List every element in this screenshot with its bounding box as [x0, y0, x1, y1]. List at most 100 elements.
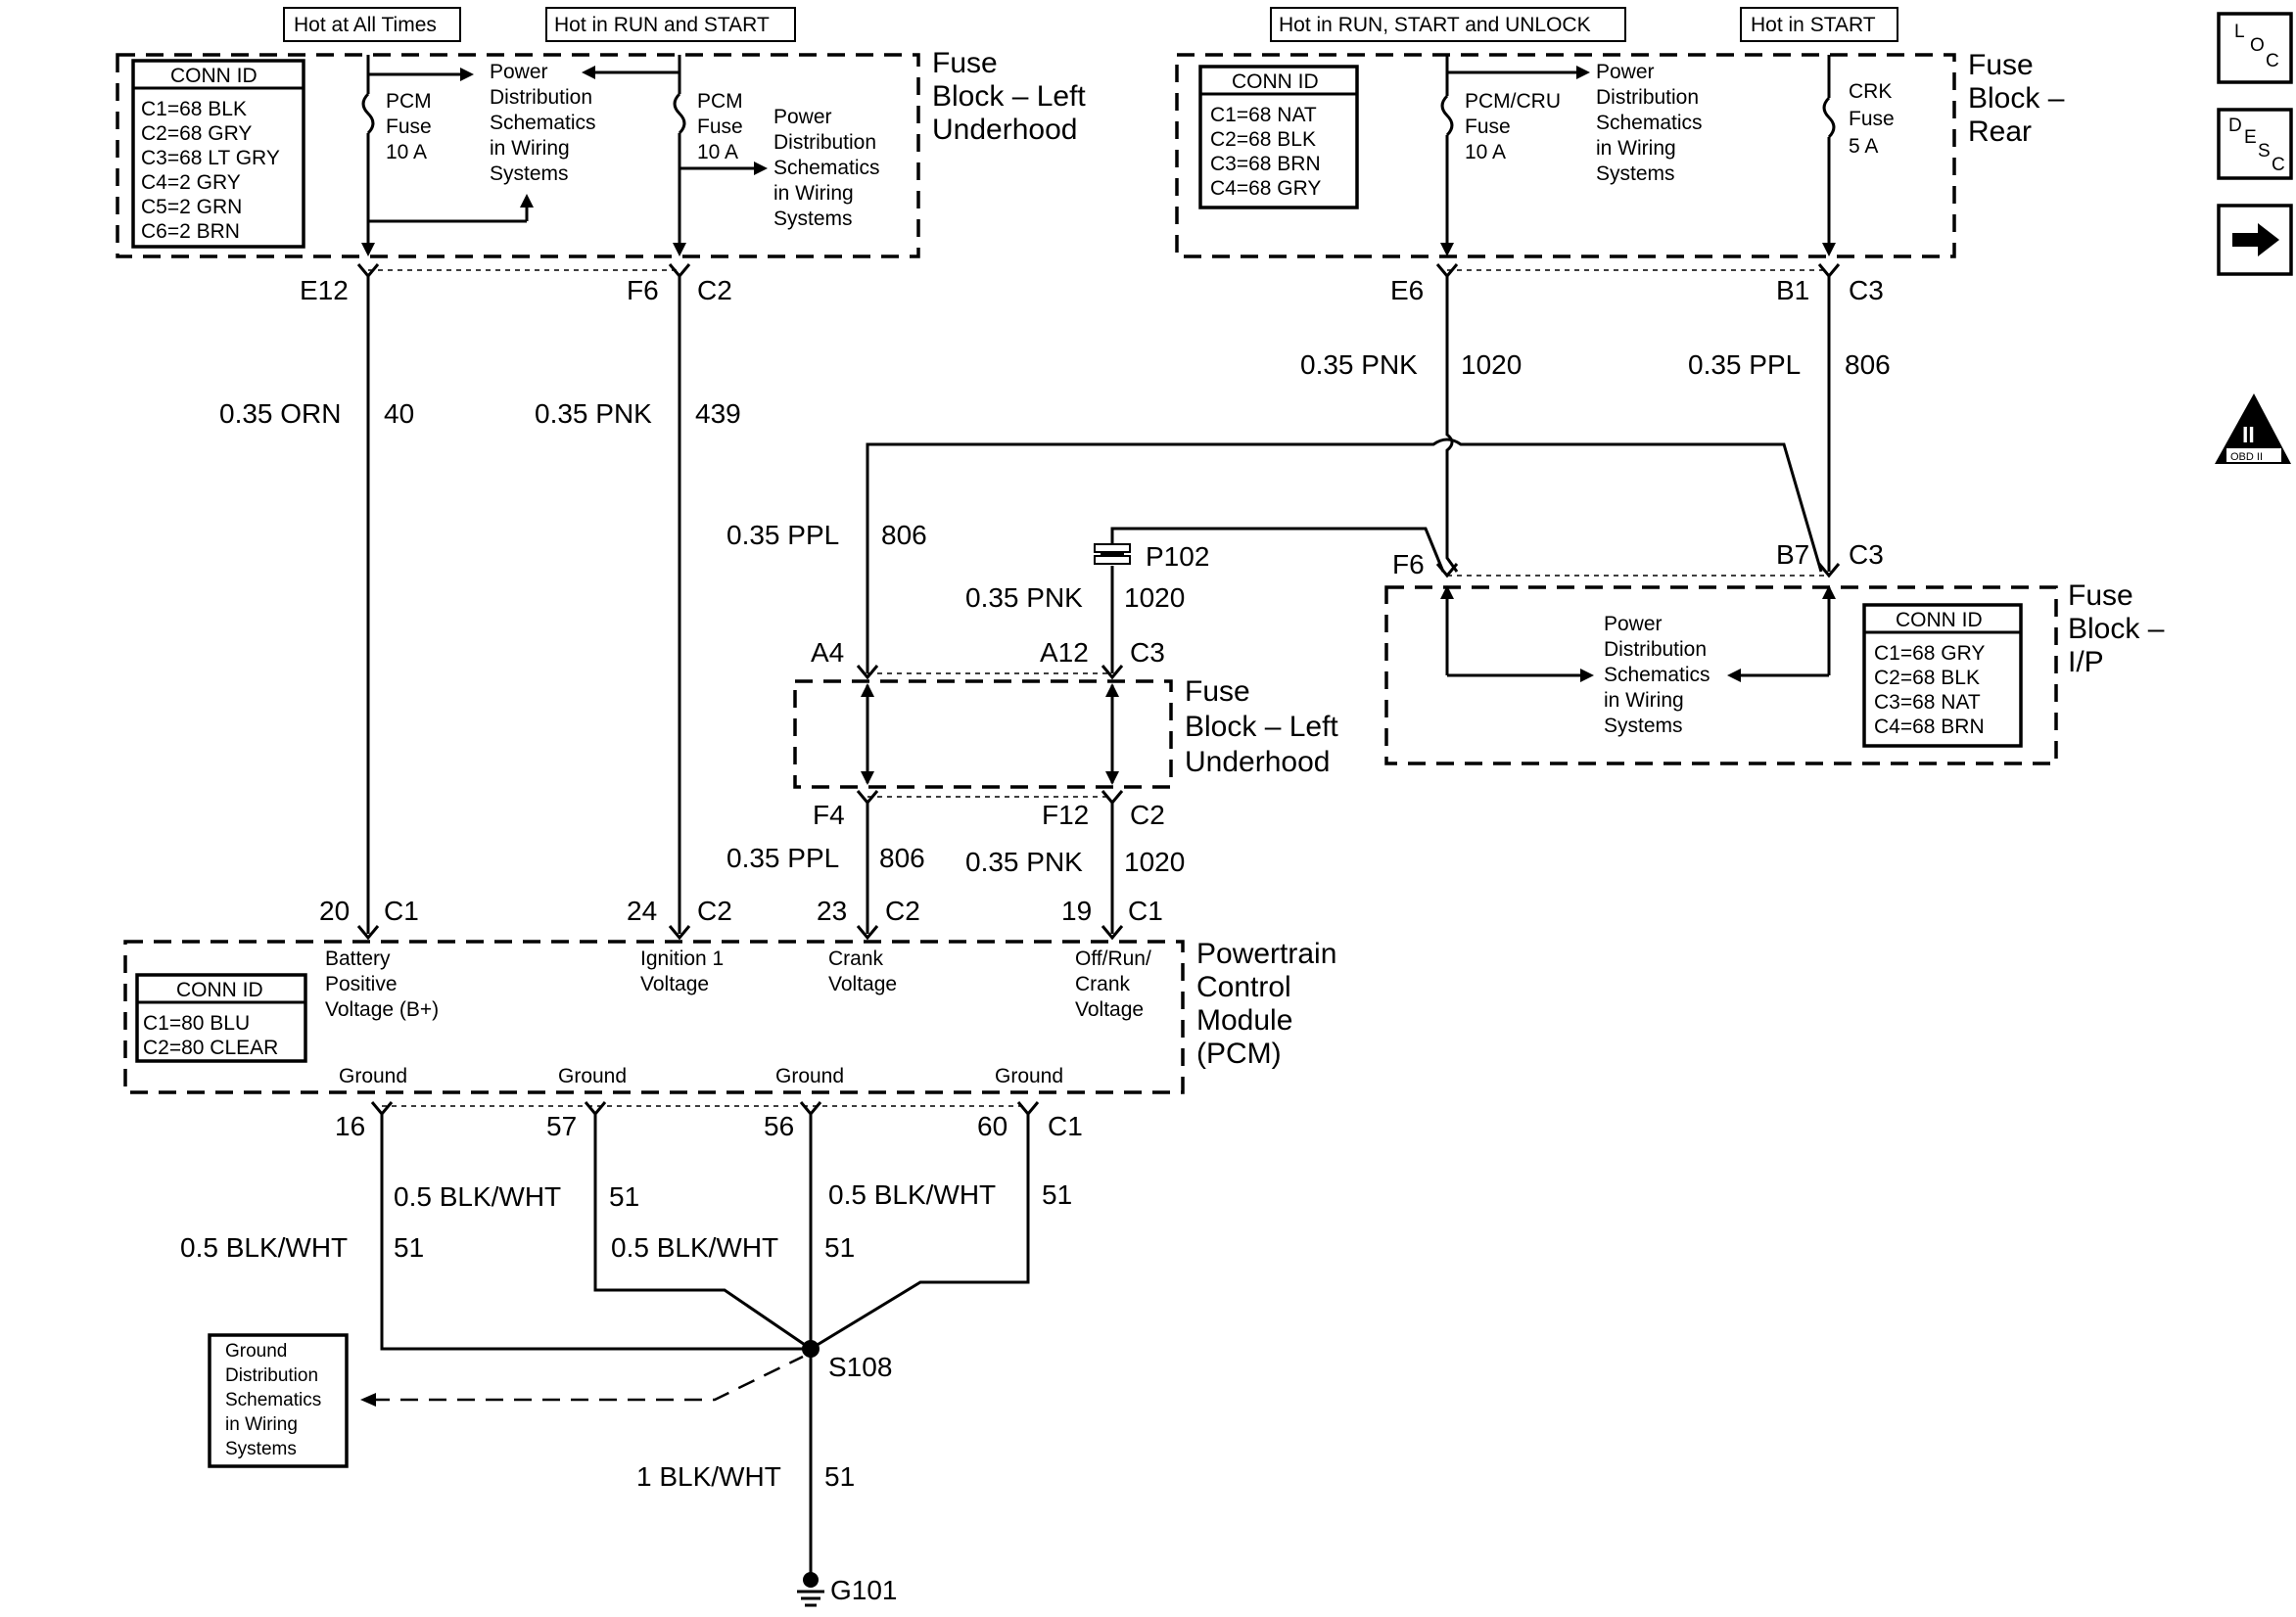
svg-text:C1=68 NAT: C1=68 NAT: [1210, 104, 1317, 126]
svg-text:CONN ID: CONN ID: [1896, 609, 1983, 631]
power-distribution-note: Power Distribution Schematics in Wiring …: [490, 61, 596, 185]
svg-text:C3=68 LT GRY: C3=68 LT GRY: [141, 147, 280, 169]
svg-text:CONN ID: CONN ID: [1232, 70, 1319, 93]
tag-hot-start: Hot in START: [1740, 7, 1898, 42]
svg-text:II: II: [2242, 422, 2255, 447]
svg-text:0.35 PPL: 0.35 PPL: [1688, 349, 1801, 380]
wire-gnd-60: [810, 1114, 1030, 1351]
svg-text:0.35 PNK: 0.35 PNK: [965, 582, 1083, 613]
power-distribution-note: Power Distribution Schematics in Wiring …: [1604, 613, 1710, 737]
wire-1020-cross: [1110, 527, 1445, 573]
svg-text:S108: S108: [828, 1352, 892, 1382]
conn-id-table: CONN ID C1=68 BLK C2=68 GRY C3=68 LT GRY…: [131, 59, 305, 249]
svg-text:1 BLK/WHT: 1 BLK/WHT: [636, 1461, 781, 1492]
ground-distribution-note: Ground Distribution Schematics in Wiring…: [208, 1333, 804, 1468]
svg-text:C2: C2: [697, 275, 732, 305]
svg-text:1020: 1020: [1124, 582, 1185, 613]
svg-text:CONN ID: CONN ID: [176, 979, 263, 1001]
fuse-block-rear: Fuse Block – Rear CONN ID C1=68 NAT C2=6…: [1175, 49, 2065, 258]
svg-text:F6: F6: [627, 275, 659, 305]
svg-text:A4: A4: [811, 637, 844, 668]
svg-text:P102: P102: [1146, 541, 1209, 572]
fuse-block-title-line: Fuse: [1185, 675, 1250, 708]
svg-text:PCM/CRU: PCM/CRU: [1465, 90, 1561, 113]
svg-text:Ignition 1: Ignition 1: [640, 947, 724, 970]
svg-text:Positive: Positive: [325, 973, 398, 995]
svg-text:CONN ID: CONN ID: [170, 65, 258, 87]
svg-text:Off/Run/: Off/Run/: [1075, 947, 1151, 970]
svg-text:PCM: PCM: [697, 90, 743, 113]
svg-text:CRK: CRK: [1849, 80, 1892, 103]
svg-text:0.5 BLK/WHT: 0.5 BLK/WHT: [828, 1179, 996, 1210]
svg-text:20: 20: [319, 896, 350, 926]
svg-text:C3: C3: [1130, 637, 1165, 668]
svg-text:Hot in START: Hot in START: [1751, 14, 1876, 36]
svg-text:in Wiring: in Wiring: [1604, 689, 1684, 712]
svg-text:439: 439: [695, 398, 741, 429]
pcm-ground-pins: 16 57 56 60 C1: [335, 1101, 1083, 1141]
svg-text:L: L: [2234, 22, 2245, 42]
svg-text:C2=68 BLK: C2=68 BLK: [1210, 128, 1316, 151]
svg-text:10 A: 10 A: [386, 141, 427, 163]
svg-text:Systems: Systems: [773, 208, 853, 230]
svg-text:Hot at All Times: Hot at All Times: [294, 14, 437, 36]
svg-text:Ground: Ground: [995, 1065, 1063, 1087]
svg-text:C1=68 BLK: C1=68 BLK: [141, 98, 247, 120]
svg-text:0.5 BLK/WHT: 0.5 BLK/WHT: [180, 1232, 348, 1263]
wire-806-cross: [866, 438, 1823, 673]
svg-text:Battery: Battery: [325, 947, 391, 970]
svg-text:C: C: [2272, 155, 2285, 175]
svg-text:0.35 PPL: 0.35 PPL: [726, 520, 839, 550]
svg-text:Systems: Systems: [225, 1439, 297, 1459]
obd-ii-icon[interactable]: II OBD II: [2215, 393, 2291, 464]
svg-text:0.35 PNK: 0.35 PNK: [1300, 349, 1418, 380]
svg-text:C2=80 CLEAR: C2=80 CLEAR: [143, 1037, 278, 1059]
connector-e6-b1: E6 B1 C3: [1390, 263, 1884, 305]
fuse-block-title-line: Block – Left: [1185, 711, 1338, 743]
svg-text:5 A: 5 A: [1849, 135, 1878, 158]
fuse-symbol: [1822, 96, 1836, 139]
next-page-button[interactable]: [2217, 204, 2293, 276]
svg-text:Fuse: Fuse: [697, 116, 743, 138]
svg-text:Systems: Systems: [1604, 715, 1683, 737]
svg-text:Distribution: Distribution: [490, 86, 592, 109]
fuse-block-title-line: Block –: [1968, 82, 2065, 115]
svg-text:Voltage: Voltage: [640, 973, 709, 995]
svg-text:Voltage: Voltage: [1075, 998, 1144, 1021]
svg-text:in Wiring: in Wiring: [773, 182, 854, 205]
svg-text:Power: Power: [1604, 613, 1663, 635]
svg-text:PCM: PCM: [386, 90, 432, 113]
svg-text:C1=68 GRY: C1=68 GRY: [1874, 642, 1985, 665]
fuse-block-ip: F6 B7 C3 Fuse Block – I/P Power Distribu…: [1384, 539, 2165, 765]
fuse-block-title-line: Block – Left: [932, 80, 1086, 113]
fuse-block-left-underhood-top: Fuse Block – Left Underhood CONN ID C1=6…: [116, 47, 1086, 258]
fuse-block-title-line: I/P: [2068, 646, 2104, 678]
svg-text:Distribution: Distribution: [225, 1365, 318, 1386]
loc-button[interactable]: L O C: [2217, 12, 2293, 84]
svg-text:23: 23: [817, 896, 847, 926]
svg-text:16: 16: [335, 1111, 365, 1141]
fuse-block-title-line: Underhood: [1185, 746, 1330, 778]
svg-text:C4=68 BRN: C4=68 BRN: [1874, 716, 1985, 738]
ground-g101: G101: [797, 1572, 898, 1607]
fuse-block-title-line: Fuse: [932, 47, 998, 79]
svg-text:10 A: 10 A: [697, 141, 738, 163]
svg-text:C1: C1: [1048, 1111, 1083, 1141]
svg-text:F12: F12: [1042, 800, 1089, 830]
wire-1020-rear: [1445, 276, 1459, 573]
svg-text:51: 51: [824, 1461, 855, 1492]
svg-text:Crank: Crank: [828, 947, 884, 970]
svg-text:Crank: Crank: [1075, 973, 1131, 995]
fuse-symbol: [673, 92, 686, 135]
svg-text:O: O: [2250, 35, 2265, 56]
svg-text:C3: C3: [1849, 539, 1884, 570]
svg-text:Schematics: Schematics: [490, 112, 596, 134]
desc-button[interactable]: D E S C: [2217, 108, 2293, 180]
svg-text:C2: C2: [1130, 800, 1165, 830]
fuse-symbol: [1440, 94, 1454, 137]
svg-text:OBD II: OBD II: [2230, 451, 2263, 463]
tag-hot-all-times: Hot at All Times: [283, 7, 461, 42]
svg-text:S: S: [2258, 141, 2271, 162]
pcm-title-line: (PCM): [1196, 1038, 1282, 1070]
svg-text:806: 806: [879, 843, 925, 873]
